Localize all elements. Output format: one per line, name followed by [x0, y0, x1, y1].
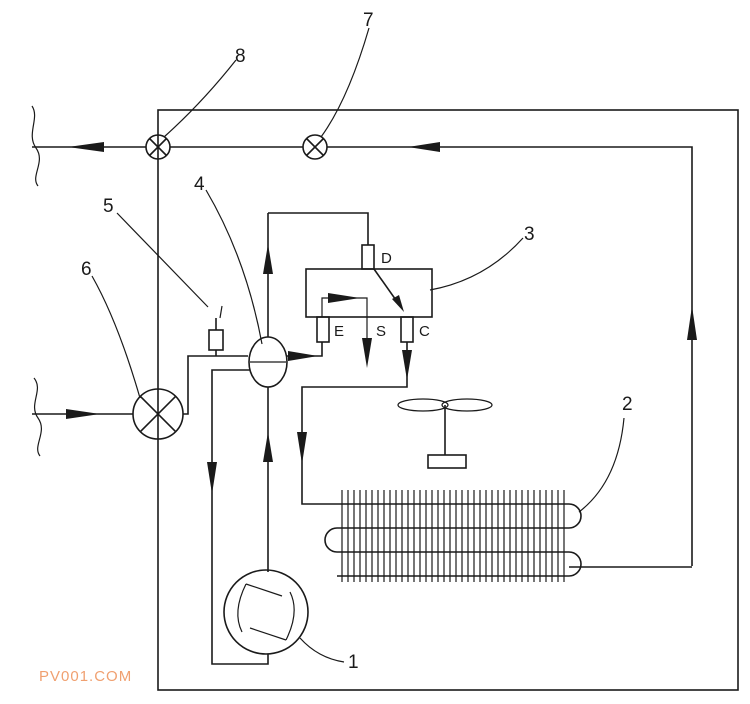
pipe-discharge-to-D	[268, 212, 369, 245]
valve-7-symbol	[302, 134, 328, 160]
port-D-stub	[361, 244, 375, 270]
callout-3: 3	[524, 224, 535, 245]
port-C-stub	[400, 316, 414, 343]
flow-arrow-up	[687, 306, 697, 340]
watermark: PV001.COM	[39, 668, 133, 685]
leader-4	[205, 189, 263, 345]
callout-5: 5	[103, 196, 114, 217]
pipe-separator-compressor-return	[211, 369, 269, 665]
leader-6	[91, 275, 141, 399]
pipe-valve6-separator	[183, 355, 248, 415]
callout-7: 7	[363, 10, 374, 31]
leader-7	[320, 27, 370, 138]
internal-arrow	[392, 295, 404, 312]
flow-arrow-left	[68, 142, 104, 152]
inlet-wavy-pipe	[33, 377, 43, 457]
flow-arrow-right	[288, 351, 318, 361]
port-label-S: S	[376, 323, 386, 340]
leader-3	[429, 237, 524, 291]
flow-arrow-right	[66, 409, 100, 419]
flow-arrow-down	[297, 432, 307, 464]
valve-8-symbol	[145, 134, 171, 160]
fan-symbol	[397, 398, 493, 469]
callout-8: 8	[235, 46, 246, 67]
port-E-stub	[316, 316, 330, 343]
leader-2	[578, 417, 625, 513]
pipe-C-to-condenser	[301, 342, 408, 505]
callout-1: 1	[348, 652, 359, 673]
unit-housing	[157, 109, 739, 691]
solenoid-tip	[219, 305, 223, 319]
flow-arrow-left	[408, 142, 440, 152]
flow-arrow-down	[402, 350, 412, 380]
leader-8	[163, 59, 237, 138]
flow-arrow-down	[362, 338, 372, 368]
compressor-symbol	[223, 569, 309, 655]
flow-arrow-down	[207, 462, 217, 494]
callout-2: 2	[622, 394, 633, 415]
port-label-E: E	[334, 323, 344, 340]
internal-flow-line	[373, 268, 399, 304]
leader-5	[116, 212, 209, 308]
callout-6: 6	[81, 259, 92, 280]
leader-1	[299, 637, 345, 663]
port-label-D: D	[381, 250, 392, 267]
flow-arrow-up	[263, 244, 273, 274]
flow-arrow-up	[263, 432, 273, 462]
reversing-valve-body	[305, 268, 433, 318]
pipe-valve7-condenser	[327, 146, 693, 566]
condenser-coil	[324, 490, 692, 582]
internal-arrow	[328, 293, 360, 303]
solenoid-body	[208, 329, 224, 351]
port-label-C: C	[419, 323, 430, 340]
callout-4: 4	[194, 174, 205, 195]
outlet-wavy-pipe	[31, 105, 41, 187]
